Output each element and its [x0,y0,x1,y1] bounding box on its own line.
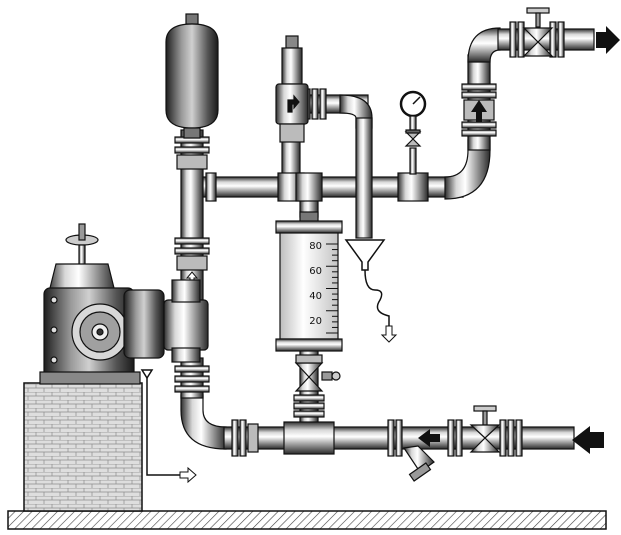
pressure-gauge-icon [399,90,427,175]
scale-label-20: 20 [309,316,322,327]
funnel-icon [344,239,390,326]
scale-label-80: 80 [309,241,322,252]
suction-tee [283,421,335,455]
floor [7,510,607,530]
relief-drop [355,117,373,239]
piping [180,27,595,455]
metering-pump-icon [39,223,209,385]
cylinder-scale [326,243,338,334]
flanges [174,21,565,457]
outlet-bend-upper [467,27,501,63]
pulsation-dampener-icon [165,13,219,139]
gate-valve-icon [522,7,554,57]
flow-arrow-icon [418,26,620,454]
relief-valve-icon [275,35,309,143]
scale-label-40: 40 [309,291,322,302]
cylinder-valve-icon [294,354,341,392]
graduated-cylinder [275,211,343,352]
brick-foundation [23,382,143,512]
pump-drain-line [140,369,180,476]
suction-gate-valve-icon [469,405,501,453]
y-strainer-icon [402,445,435,482]
scale-label-60: 60 [309,266,322,277]
suction-bend [180,394,227,450]
